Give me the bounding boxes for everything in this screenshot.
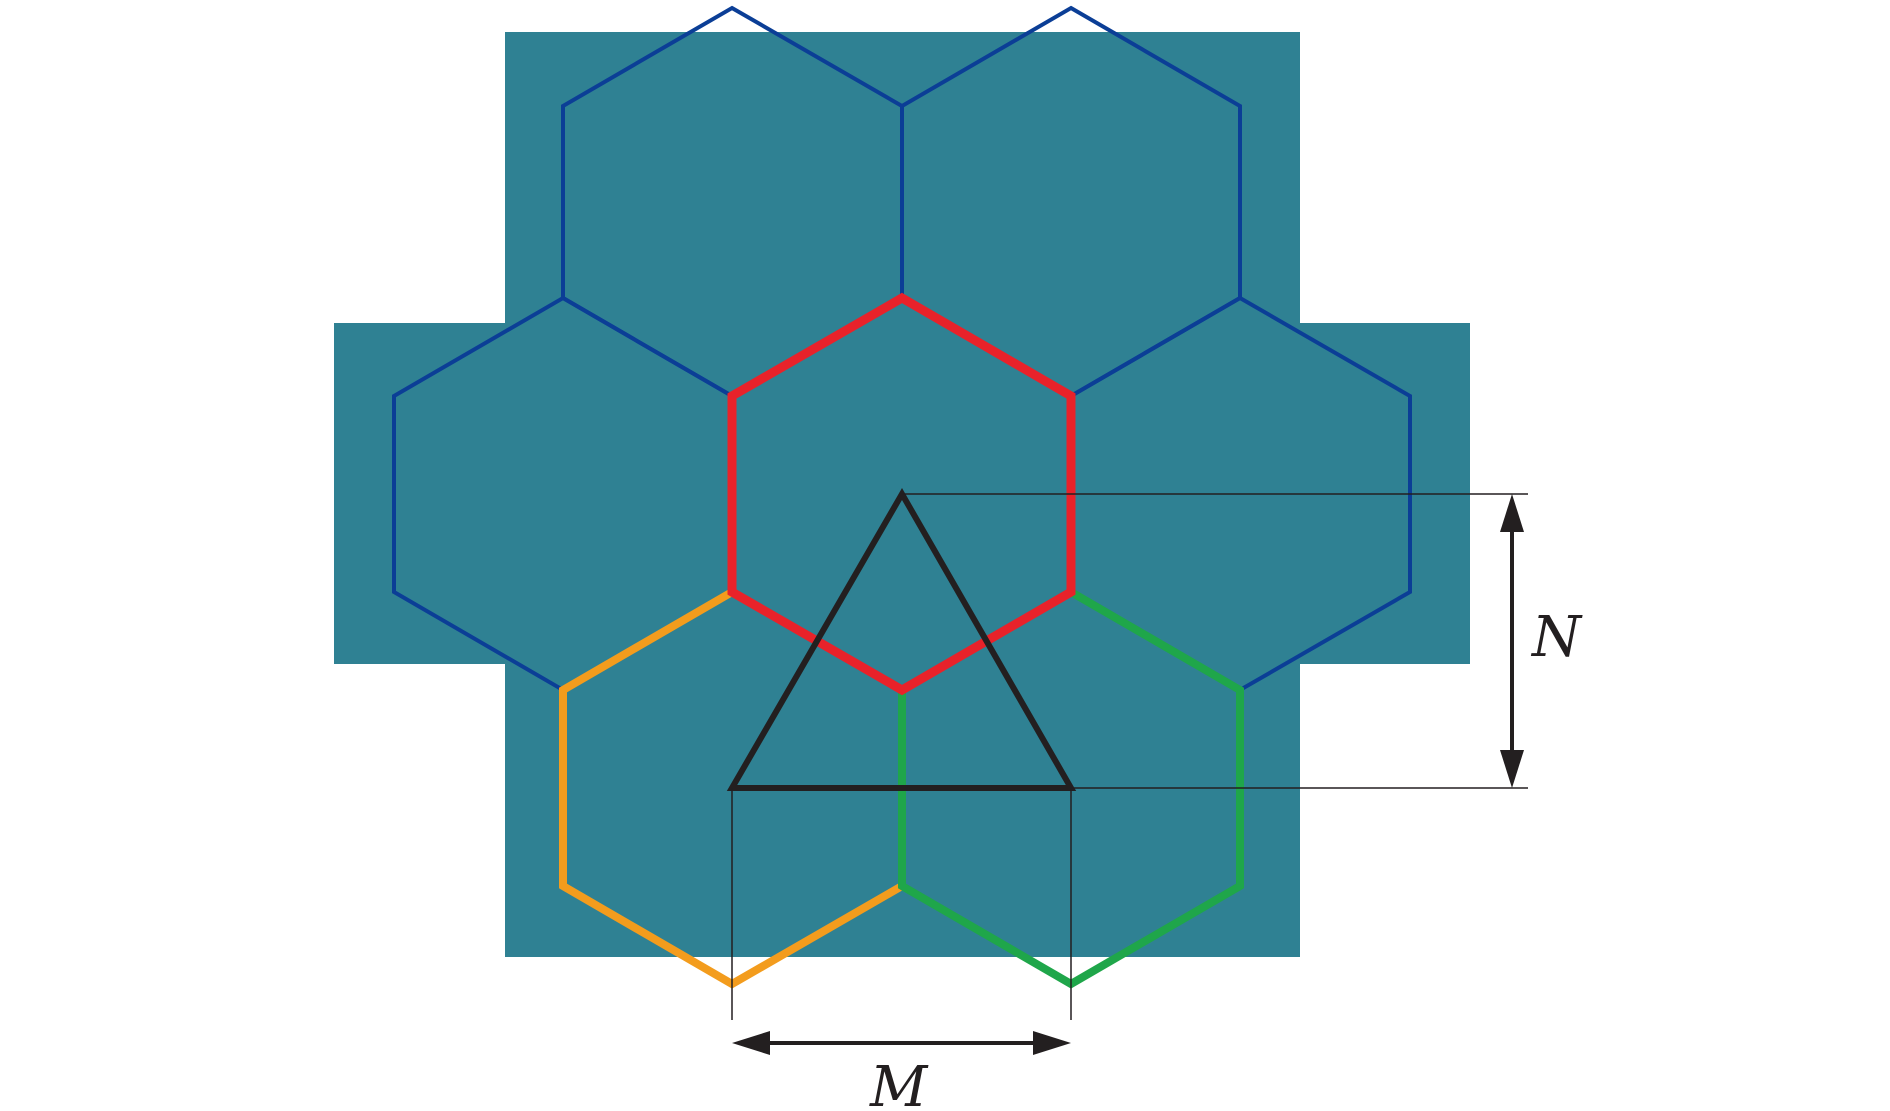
label-n: N bbox=[1530, 605, 1583, 670]
arrowhead-down bbox=[1500, 750, 1524, 788]
arrowhead-right bbox=[1033, 1031, 1071, 1055]
center-triangle bbox=[726, 487, 1077, 791]
dimension-n: N bbox=[902, 493, 1583, 789]
arrowhead-left bbox=[732, 1031, 770, 1055]
hexagon-center bbox=[727, 292, 1076, 696]
label-m: M bbox=[869, 1055, 929, 1111]
arrowhead-up bbox=[1500, 494, 1524, 532]
dimension-m: M bbox=[731, 788, 1072, 1111]
